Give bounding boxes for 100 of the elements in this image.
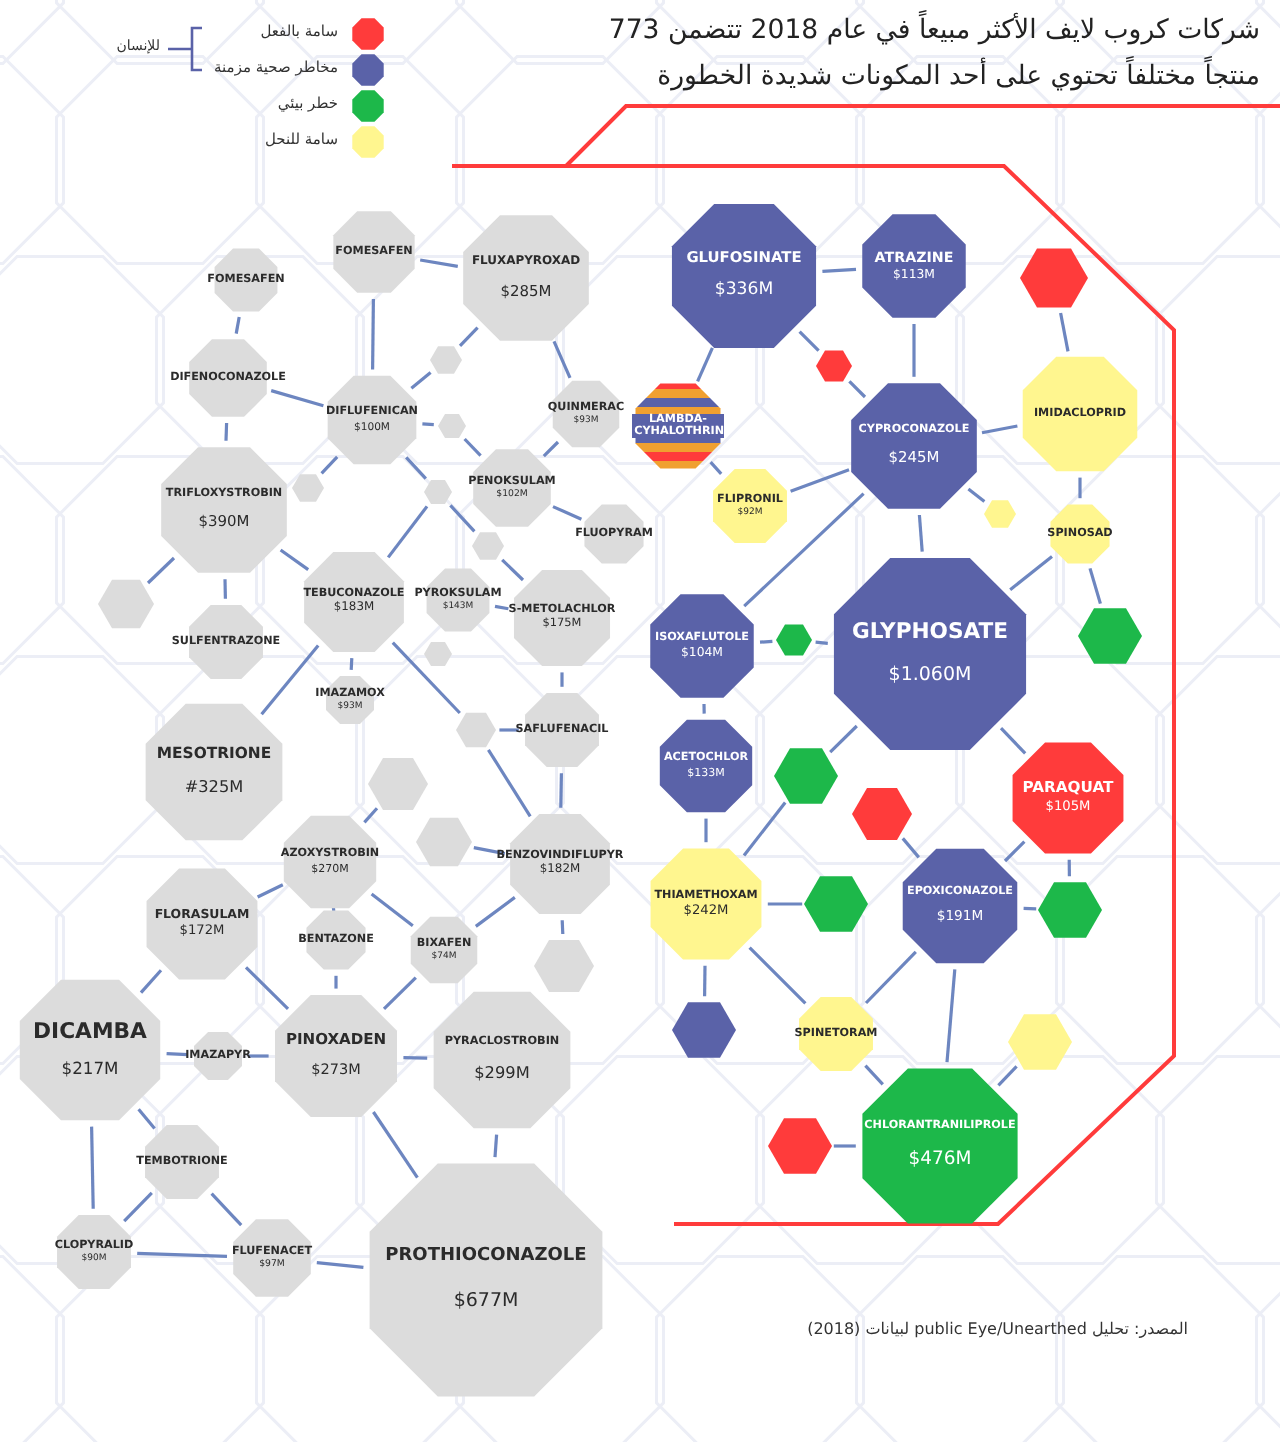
connector-line xyxy=(822,267,857,273)
connector-line xyxy=(501,558,525,582)
ingredient-name: DICAMBA xyxy=(33,1020,147,1046)
octagon-node xyxy=(646,844,766,964)
octagon-node xyxy=(856,1062,1024,1230)
connector-line xyxy=(370,892,414,928)
connector-line xyxy=(696,347,714,383)
connector-line xyxy=(864,950,917,1005)
connector-line xyxy=(997,1065,1018,1087)
hexagon-marker xyxy=(774,744,838,808)
connector-line xyxy=(210,1192,243,1227)
connector-line xyxy=(260,644,320,716)
octagon-node xyxy=(666,198,822,354)
connector-line xyxy=(391,641,461,715)
octagon-node xyxy=(212,246,280,314)
hexagon-marker xyxy=(804,872,868,936)
connector-line xyxy=(833,1144,856,1148)
hexagon-marker xyxy=(430,344,462,376)
connector-line xyxy=(703,965,707,997)
connector-line xyxy=(767,902,803,906)
octagon-node xyxy=(156,442,292,578)
connector-line xyxy=(403,1056,428,1060)
octagon-node xyxy=(1048,502,1112,566)
connector-line xyxy=(473,846,506,856)
connector-line xyxy=(137,1108,156,1130)
connector-line xyxy=(334,975,338,989)
octagon-node xyxy=(646,590,758,702)
connector-line xyxy=(487,748,532,818)
octagon-node xyxy=(470,446,554,530)
hexagon-marker xyxy=(534,936,594,996)
connector-line xyxy=(349,658,354,670)
connector-line xyxy=(279,548,310,571)
octagon-node xyxy=(280,812,380,912)
connector-line xyxy=(1009,555,1053,592)
connector-line xyxy=(829,724,858,754)
connector-line xyxy=(560,672,564,687)
octagon-node xyxy=(300,548,408,656)
octagon-node xyxy=(408,914,480,986)
octagon-node xyxy=(458,210,594,346)
connector-line xyxy=(320,455,339,475)
connector-line xyxy=(422,422,434,427)
ingredient-name: GLYPHOSATE xyxy=(851,620,1009,646)
octagon-node xyxy=(324,372,420,468)
connector-line xyxy=(234,316,241,334)
connector-line xyxy=(463,437,482,457)
hexagon-marker xyxy=(984,498,1016,530)
connector-line xyxy=(458,326,479,347)
connector-line xyxy=(748,946,807,1005)
hexagon-marker xyxy=(368,754,428,814)
connector-line xyxy=(742,801,787,857)
hexagon-marker xyxy=(776,622,812,658)
connector-line xyxy=(474,896,516,928)
ingredient-name: PROTHIOCONAZOLE xyxy=(385,1246,587,1267)
octagon-node xyxy=(846,378,982,514)
hexagon-marker xyxy=(672,998,736,1062)
connector-line xyxy=(560,920,565,935)
sales-value: $217M xyxy=(61,1060,119,1080)
hexagon-marker xyxy=(438,412,466,440)
connector-line xyxy=(912,324,916,377)
connector-line xyxy=(702,703,706,714)
octagon-node xyxy=(230,1216,314,1300)
connector-line xyxy=(848,380,867,399)
connector-line xyxy=(223,579,227,599)
connector-line xyxy=(981,424,1018,435)
octagon-node xyxy=(428,986,576,1134)
connector-line xyxy=(559,773,563,808)
hexagon-marker xyxy=(424,640,452,668)
octagon-node xyxy=(142,864,262,984)
octagon-node xyxy=(1008,738,1128,858)
connector-line xyxy=(405,456,427,480)
connector-line xyxy=(815,640,828,645)
connector-line xyxy=(270,389,324,408)
connector-line xyxy=(542,440,560,458)
connector-line xyxy=(759,639,773,644)
hexagon-marker xyxy=(768,1114,832,1178)
connector-line xyxy=(386,505,429,559)
connector-line xyxy=(917,514,924,552)
sales-value: $677M xyxy=(453,1292,519,1314)
connector-line xyxy=(864,1064,884,1086)
connector-line xyxy=(709,461,723,475)
octagon-node xyxy=(796,994,876,1074)
connector-line xyxy=(1059,312,1070,352)
octagon-node xyxy=(1018,352,1142,476)
octagon-node xyxy=(710,466,790,546)
sales-value: $299M xyxy=(474,1064,530,1084)
connector-line xyxy=(494,604,509,611)
octagon-node xyxy=(898,844,1022,968)
hexagon-marker xyxy=(852,784,912,844)
connector-line xyxy=(244,966,290,1010)
connector-line xyxy=(316,1261,364,1269)
hexagon-marker xyxy=(98,576,154,632)
connector-line xyxy=(123,1191,153,1223)
connector-line xyxy=(256,883,284,899)
octagon-node xyxy=(14,974,166,1126)
connector-line xyxy=(139,969,163,994)
connector-line xyxy=(372,1111,419,1179)
connector-line xyxy=(166,1052,188,1057)
connector-line xyxy=(743,492,865,608)
connector-line xyxy=(499,728,519,732)
connector-line xyxy=(945,969,957,1063)
